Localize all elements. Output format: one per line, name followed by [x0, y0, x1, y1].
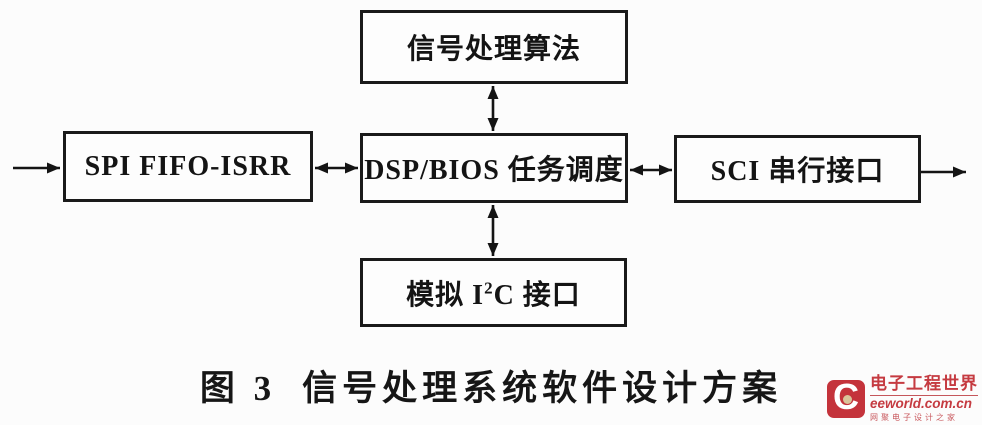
watermark-site-url: eeworld.com.cn — [870, 395, 973, 411]
node-simulated-i2c-interface: 模拟 I2C 接口 — [360, 258, 627, 327]
node-sci-serial-interface: SCI 串行接口 — [674, 135, 921, 203]
eeworld-watermark: C 电子工程世界 eeworld.com.cn 网聚电子设计之家 — [827, 374, 978, 423]
node-spi-fifo-isrr: SPI FIFO-ISRR — [63, 131, 313, 202]
node-label: DSP/BIOS 任务调度 — [364, 155, 624, 186]
node-signal-processing-algorithm: 信号处理算法 — [360, 10, 628, 84]
watermark-site-name: 电子工程世界 — [870, 374, 978, 396]
watermark-tagline: 网聚电子设计之家 — [870, 412, 958, 422]
watermark-text: 电子工程世界 eeworld.com.cn 网聚电子设计之家 — [870, 374, 978, 423]
node-label: SCI 串行接口 — [710, 156, 885, 187]
logo-dot — [843, 395, 852, 405]
eeworld-logo-icon: C — [827, 379, 865, 419]
node-label: SPI FIFO-ISRR — [84, 150, 292, 182]
figure-caption: 图 3 信号处理系统软件设计方案 — [0, 360, 982, 411]
node-dsp-bios-task-scheduler: DSP/BIOS 任务调度 — [360, 133, 628, 203]
figure-title: 信号处理系统软件设计方案 — [302, 369, 783, 408]
figure-number: 图 3 — [199, 369, 277, 408]
node-label: 模拟 I2C 接口 — [406, 278, 581, 311]
node-label: 信号处理算法 — [406, 34, 581, 65]
